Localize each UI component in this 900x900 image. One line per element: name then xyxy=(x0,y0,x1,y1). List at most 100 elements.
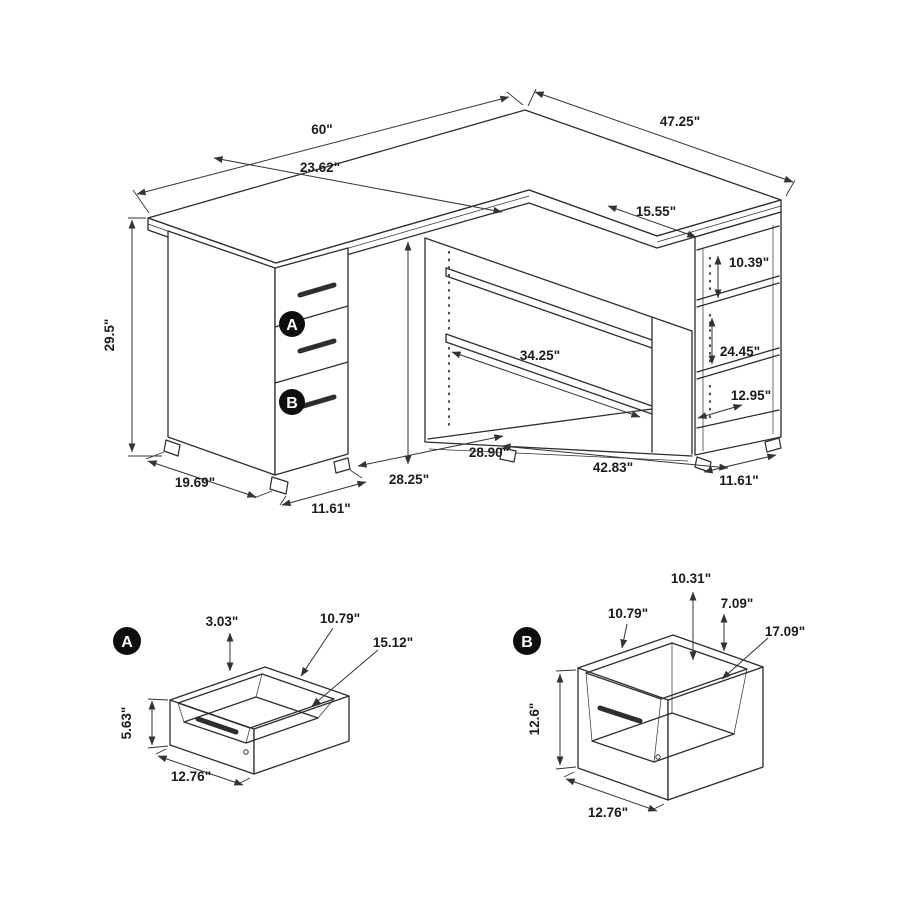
drawer-a-handle xyxy=(195,716,239,735)
dim-overall-height-label: 29.5" xyxy=(102,319,117,352)
shelf-2 xyxy=(445,333,653,415)
dim-b-inner-depth-label: 10.31" xyxy=(671,571,711,586)
detail-a-drawer xyxy=(169,666,350,775)
dim-pedestal-depth-label: 19.69" xyxy=(175,475,215,490)
dim-b-front-width-label: 12.76" xyxy=(588,805,628,820)
dim-a-inner-width-label: 10.79" xyxy=(320,611,360,626)
drawer-handle-1 xyxy=(297,282,337,298)
badge-a-label: A xyxy=(286,317,298,334)
dim-kneehole-height-label: 28.25" xyxy=(389,472,429,487)
dim-end-base-width: 11.61" xyxy=(703,453,777,488)
dim-a-inner-depth: 15.12" xyxy=(311,635,413,707)
pedestal-front-face xyxy=(274,247,349,476)
dim-end-mid-opening-label: 24.45" xyxy=(720,344,760,359)
pedestal-foot-rear xyxy=(163,439,181,457)
tower-shelf-1 xyxy=(696,275,780,308)
dim-a-wall-height-label: 3.03" xyxy=(206,614,239,629)
detail-b-view: B 10.31" 10.79" xyxy=(513,571,805,820)
dim-b-front-height-label: 12.6" xyxy=(527,703,542,736)
dim-b-inner-width: 10.79" xyxy=(608,606,648,649)
dim-b-rail-depth: 7.09" xyxy=(720,596,754,652)
drawer-a-left-rim xyxy=(169,666,266,701)
drawer-a-screw-hole xyxy=(243,749,249,755)
dim-shelf-length-label: 34.25" xyxy=(520,348,560,363)
detail-a-badge-circle xyxy=(113,627,141,655)
dim-b-side-depth: 17.09" xyxy=(721,624,805,680)
dimensions-detail-b: 10.31" 10.79" 7.09" 17.09" 12.6" xyxy=(527,571,805,820)
detail-b-badge-label: B xyxy=(521,634,533,651)
detail-b-badge-circle xyxy=(513,627,541,655)
tower-foot-left xyxy=(694,456,712,473)
tower-inner-top xyxy=(696,225,780,251)
dim-end-shelf-width: 15.55" xyxy=(607,204,697,238)
dim-a-front-width: 12.76" xyxy=(155,748,251,786)
detail-b-drawer xyxy=(577,634,764,801)
detail-a-view: A 3.03" 10.79" xyxy=(113,611,413,786)
dim-b-front-height: 12.6" xyxy=(527,669,577,770)
dim-b-rail-depth-label: 7.09" xyxy=(721,596,754,611)
dim-top-depth: 23.62" xyxy=(213,156,503,214)
cabinet-floor-back-edge xyxy=(427,408,653,440)
detail-a-badge: A xyxy=(113,627,141,655)
cabinet-base-line xyxy=(428,448,689,462)
pedestal-left-side xyxy=(167,230,276,476)
dim-a-inner-depth-label: 15.12" xyxy=(373,635,413,650)
cabinet-top-edge xyxy=(424,237,693,332)
dim-a-wall-height: 3.03" xyxy=(206,614,239,672)
dim-pedestal-width: 11.61" xyxy=(279,469,367,516)
dim-kneehole-width-label: 28.90" xyxy=(469,445,509,460)
dim-top-length-label: 60" xyxy=(311,122,332,137)
dim-end-base-width-label: 11.61" xyxy=(719,473,758,488)
dim-top-length: 60" xyxy=(132,91,524,214)
badge-a-circle xyxy=(279,311,305,337)
dim-end-top-opening: 10.39" xyxy=(714,255,769,299)
dim-a-inner-width: 10.79" xyxy=(300,611,360,677)
badge-b-circle xyxy=(279,389,305,415)
dim-b-front-width: 12.76" xyxy=(563,771,665,820)
drawer-b-back-rim xyxy=(672,634,764,668)
tower-shelf-2 xyxy=(696,347,780,380)
dim-end-shelf-width-label: 15.55" xyxy=(636,204,676,219)
dim-pedestal-width-label: 11.61" xyxy=(311,501,350,516)
drawer-a-front-face xyxy=(169,699,255,775)
end-shelf-tower xyxy=(694,211,782,473)
dim-top-depth-label: 23.62" xyxy=(300,160,340,175)
dim-b-inner-depth: 10.31" xyxy=(671,571,711,661)
badge-a-marker: A xyxy=(279,311,305,337)
dimensions-detail-a: 3.03" 10.79" 15.12" 5.63" 12.76" xyxy=(119,611,413,786)
drawer-a-right-side xyxy=(253,695,350,775)
badge-b-marker: B xyxy=(279,389,305,415)
dim-return-length: 47.25" xyxy=(527,88,796,197)
dim-overall-height: 29.5" xyxy=(102,217,162,457)
drawer-b-left-rim xyxy=(577,634,674,669)
dim-b-inner-width-label: 10.79" xyxy=(608,606,648,621)
dim-a-front-height-label: 5.63" xyxy=(119,707,134,740)
main-view: A B xyxy=(102,88,796,516)
drawer-b-handle xyxy=(597,705,643,724)
dim-pedestal-depth: 19.69" xyxy=(145,451,273,499)
dim-a-front-width-label: 12.76" xyxy=(171,769,211,784)
detail-b-badge: B xyxy=(513,627,541,655)
dim-b-side-depth-label: 17.09" xyxy=(765,624,805,639)
dim-a-front-height: 5.63" xyxy=(119,698,169,749)
drawer-a-back-rim xyxy=(264,666,350,697)
dim-end-low-opening-label: 12.95" xyxy=(731,388,771,403)
dim-end-low-opening: 12.95" xyxy=(697,388,771,419)
shelf-1 xyxy=(445,267,653,349)
drawer-b-screw-hole xyxy=(655,754,661,760)
pedestal-foot-front-left xyxy=(269,476,289,495)
dim-shelf-length: 34.25" xyxy=(451,348,641,418)
drawer-handle-2 xyxy=(297,338,337,354)
detail-a-badge-label: A xyxy=(121,634,133,651)
drawer-divider-2 xyxy=(274,361,349,384)
dim-base-length: 42.83" xyxy=(501,443,729,475)
dim-end-top-opening-label: 10.39" xyxy=(729,255,769,270)
drawer-b-right-side xyxy=(667,666,764,801)
dim-base-length-label: 42.83" xyxy=(593,460,633,475)
pedestal-foot-front-right xyxy=(333,457,351,474)
drawer-handle-3 xyxy=(297,394,337,410)
dim-kneehole-width: 28.90" xyxy=(357,434,509,468)
dim-end-mid-opening: 24.45" xyxy=(708,317,760,365)
tower-foot-right xyxy=(764,437,782,453)
